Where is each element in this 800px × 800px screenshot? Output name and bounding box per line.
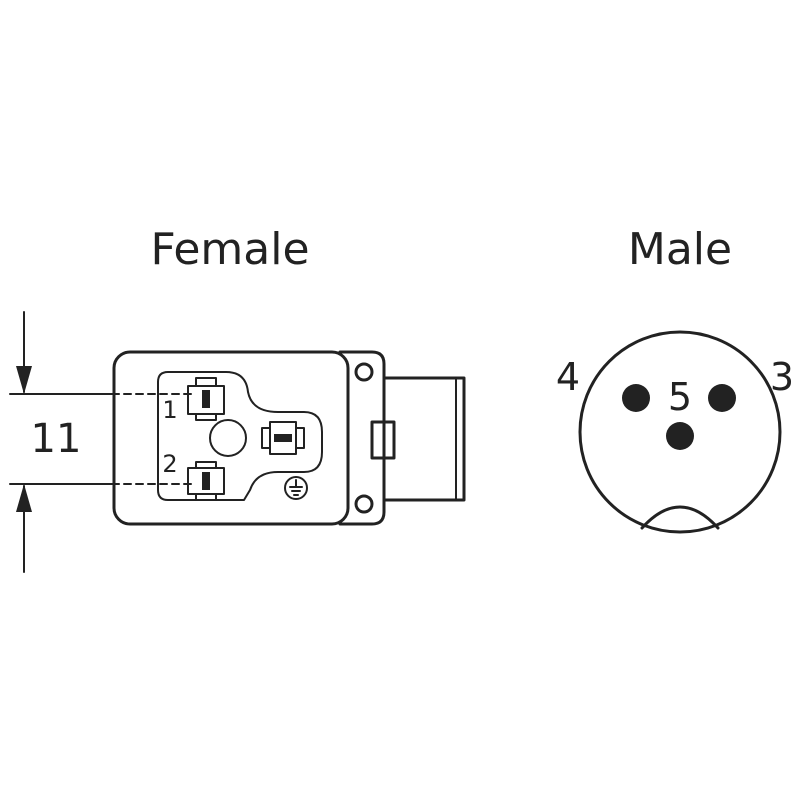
screw-hole-bottom bbox=[354, 494, 374, 514]
male-face bbox=[578, 330, 782, 534]
dimension-bottom-arrow bbox=[16, 484, 32, 512]
male-pin-3-label: 3 bbox=[770, 355, 794, 399]
male-pin-3 bbox=[708, 384, 736, 412]
ground-contact bbox=[261, 421, 305, 455]
male-title: Male bbox=[628, 224, 732, 275]
male-pin-4-label: 4 bbox=[556, 355, 580, 399]
male-connector: Male 4 5 3 bbox=[556, 224, 794, 534]
pin-1-contact bbox=[187, 377, 225, 421]
contact-carrier bbox=[157, 371, 323, 501]
cable-gland bbox=[382, 376, 466, 502]
dimension-marker: 11 bbox=[9, 311, 113, 573]
female-title: Female bbox=[150, 224, 309, 275]
dimension-top-arrow bbox=[16, 366, 32, 394]
male-pin-5 bbox=[666, 422, 694, 450]
coding-hole bbox=[209, 419, 247, 457]
dimension-value: 11 bbox=[31, 416, 82, 462]
pin-2-contact bbox=[187, 461, 225, 501]
female-connector: Female 11 bbox=[9, 224, 466, 573]
male-key bbox=[640, 505, 720, 530]
pin-1-label: 1 bbox=[162, 396, 177, 424]
pin-2-label: 2 bbox=[162, 450, 177, 478]
male-pin-5-label: 5 bbox=[668, 375, 692, 419]
male-pin-4 bbox=[622, 384, 650, 412]
ground-icon bbox=[284, 476, 308, 500]
female-housing bbox=[112, 350, 350, 526]
screw-hole-top bbox=[354, 362, 374, 382]
cable-gland-window bbox=[370, 420, 396, 460]
